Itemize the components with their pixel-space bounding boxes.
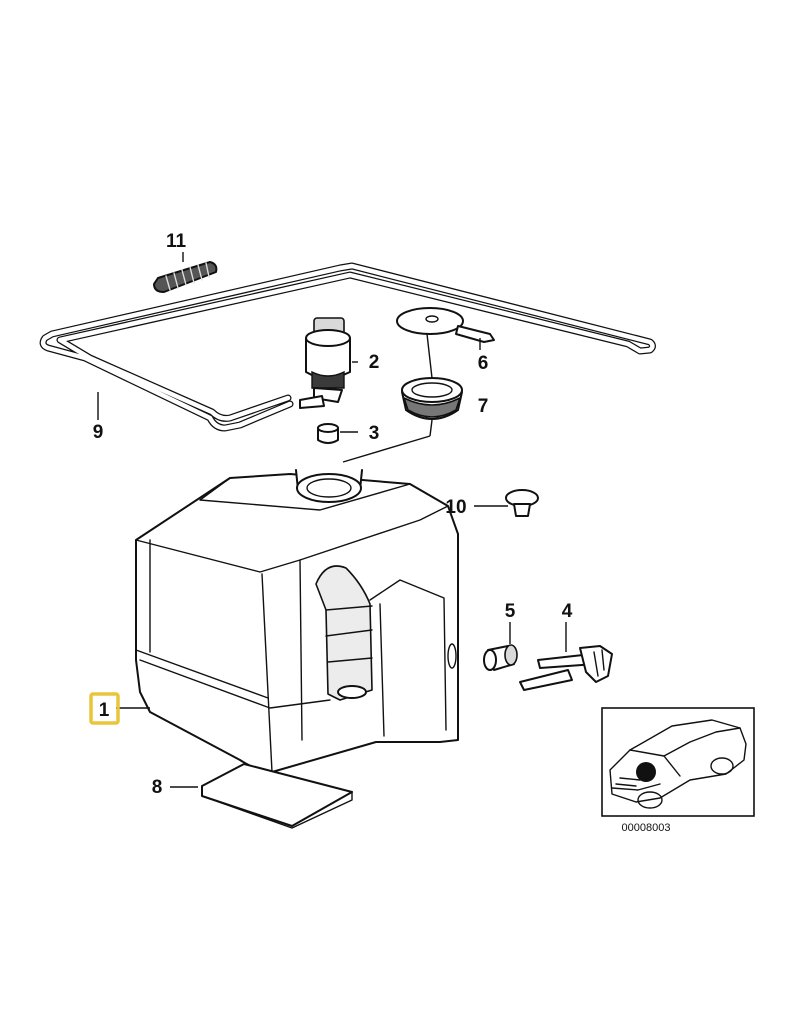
location-marker [636,762,656,782]
inset-reference-number: 00008003 [622,822,671,834]
callout-5[interactable]: 5 [505,601,516,622]
callout-9[interactable]: 9 [93,422,104,443]
callout-10[interactable]: 10 [445,497,466,518]
spring-part [153,261,218,293]
callout-8[interactable]: 8 [152,777,163,798]
callout-6[interactable]: 6 [478,353,489,374]
washer-pump-part [299,317,358,409]
cap-seal-part [396,307,495,379]
pad-part [170,763,353,829]
highlight-box [89,692,120,725]
filler-cap-part [342,377,463,463]
callout-7[interactable]: 7 [478,396,489,417]
level-sensor-part [519,622,613,691]
rivet-part [474,489,539,517]
inset-car-thumbnail [601,707,755,817]
reservoir-part [135,469,459,773]
callout-3[interactable]: 3 [369,423,380,444]
callout-11[interactable]: 11 [166,231,187,252]
grommet-part [317,423,358,444]
callout-2[interactable]: 2 [369,352,380,373]
callout-1[interactable]: 1 [99,700,110,721]
hose-part [39,262,656,432]
rubber-grommet-part [483,622,518,671]
callout-4[interactable]: 4 [562,601,573,622]
